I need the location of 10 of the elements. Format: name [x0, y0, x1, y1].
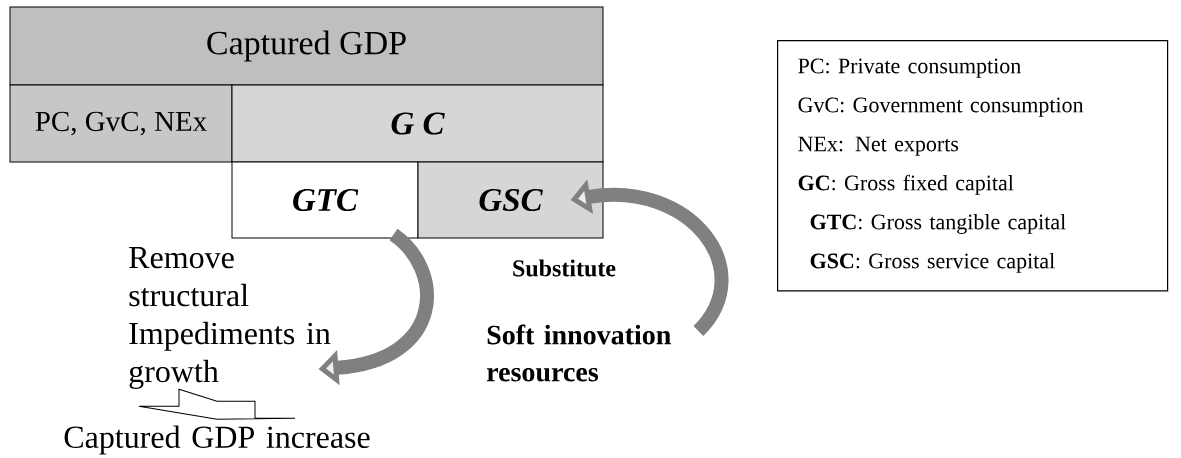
block-arrow	[138, 388, 296, 420]
text-label: Soft innovation resources	[486, 324, 671, 382]
table-cell: GSC	[417, 161, 604, 239]
text-label: Remove structural Impediments in growth	[129, 247, 331, 389]
text-label: Captured GDP increase	[64, 425, 370, 455]
table-cell: Captured GDP	[9, 6, 604, 86]
edge-label: Substitute	[511, 258, 617, 278]
table-cell: PC, GvC, NEx	[9, 84, 233, 163]
table-cell: GTC	[231, 161, 419, 239]
legend-box: PC: Private consumption GvC: Government consumption NEx: Net exports GC: Gross fixed capital GTC: Gross tangible capital GSC: Gross service capital	[777, 40, 1169, 292]
